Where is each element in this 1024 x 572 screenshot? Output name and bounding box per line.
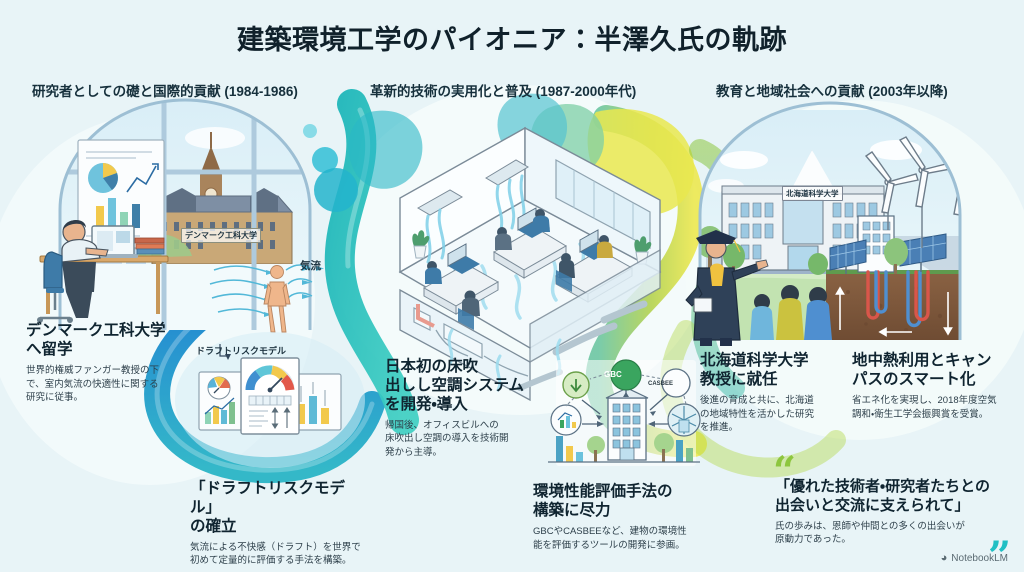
caption-geothermal-body: 省エネ化を実現し、2018年度空気 調和・衛生工学会振興賞を受賞。 bbox=[852, 394, 997, 420]
draft-risk-model-label: ドラフトリスクモデル bbox=[196, 346, 287, 356]
notebooklm-watermark-label: NotebookLM bbox=[951, 552, 1008, 564]
caption-draft-risk-model-title: 「ドラフトリスクモデル」 の確立 bbox=[190, 480, 346, 535]
caption-env-assessment-body: GBCやCASBEEなど、建物の環境性 能を評価するツールの開発に参画。 bbox=[533, 525, 687, 551]
notebooklm-watermark: ◕ NotebookLM bbox=[941, 552, 1008, 564]
caption-denmark-body: 世界的権威ファンガー教授の下 で、室内気流の快適性に関する 研究に従事。 bbox=[26, 364, 160, 404]
caption-env-assessment: 環境性能評価手法の 構築に尽力 GBCやCASBEEなど、建物の環境性 能を評価… bbox=[533, 483, 713, 552]
caption-professor-body: 後進の育成と共に、北海道 の地域特性を活かした研究 を推進。 bbox=[700, 394, 815, 434]
caption-geothermal-title: 地中熱利用とキャン パスのスマート化 bbox=[852, 352, 992, 388]
quote-subtext: 氏の歩みは、恩師や仲間との多くの出会いが 原動力であった。 bbox=[775, 520, 965, 546]
panel1-illustration bbox=[37, 98, 365, 468]
quote-open-mark: “ bbox=[773, 448, 797, 495]
page-title: 建築環境工学のパイオニア：半澤久氏の軌跡 bbox=[237, 25, 787, 55]
caption-underfloor-ac-body: 帰国後、オフィスビルへの 床吹出し空調の導入を技術開 発から主導。 bbox=[385, 419, 509, 459]
panel3-illustration bbox=[685, 101, 962, 346]
caption-denmark-title: デンマーク工科大学 へ留学 bbox=[26, 322, 166, 358]
caption-denmark: デンマーク工科大学 へ留学 世界的権威ファンガー教授の下 で、室内気流の快適性に… bbox=[26, 322, 186, 405]
section-header-2: 革新的技術の実用化と普及 (1987-2000年代) bbox=[370, 84, 637, 99]
caption-professor-title: 北海道科学大学 教授に就任 bbox=[700, 352, 809, 388]
casbee-label: CASBEE bbox=[648, 381, 674, 387]
hokkaido-university-label: 北海道科学大学 bbox=[782, 186, 843, 201]
airflow-label: 気流 bbox=[300, 260, 321, 272]
caption-underfloor-ac: 日本初の床吹 出しし空調システム を開発・導入 帰国後、オフィスビルへの 床吹出… bbox=[385, 358, 540, 460]
caption-underfloor-ac-title: 日本初の床吹 出しし空調システム を開発・導入 bbox=[385, 358, 525, 413]
dtu-building-label: デンマーク工科大学 bbox=[181, 228, 261, 243]
caption-draft-risk-model: 「ドラフトリスクモデル」 の確立 気流による不快感（ドラフト）を世界で 初めて定… bbox=[190, 480, 365, 568]
caption-env-assessment-title: 環境性能評価手法の 構築に尽力 bbox=[533, 483, 673, 519]
closing-quote-block: “ ” 「優れた技術者・研究者たちとの 出会いと交流に支えられて」 氏の歩みは、… bbox=[773, 452, 1011, 572]
caption-professor: 北海道科学大学 教授に就任 後進の育成と共に、北海道 の地域特性を活かした研究 … bbox=[700, 352, 850, 435]
section-header-1: 研究者としての礎と国際的貢献 (1984-1986) bbox=[32, 84, 298, 99]
panel2-illustration bbox=[398, 126, 701, 466]
quote-close-mark: ” bbox=[987, 533, 1011, 572]
section-header-3: 教育と地域社会への貢献 (2003年以降) bbox=[716, 84, 948, 99]
quote-text: 「優れた技術者・研究者たちとの 出会いと交流に支えられて」 bbox=[775, 478, 990, 514]
caption-geothermal: 地中熱利用とキャン パスのスマート化 省エネ化を実現し、2018年度空気 調和・… bbox=[852, 352, 1012, 421]
gbc-label: GBC bbox=[604, 370, 622, 379]
notebooklm-logo-icon: ◕ bbox=[940, 552, 948, 564]
caption-draft-risk-model-body: 気流による不快感（ドラフト）を世界で 初めて定量的に評価する手法を構築。 bbox=[190, 541, 361, 567]
